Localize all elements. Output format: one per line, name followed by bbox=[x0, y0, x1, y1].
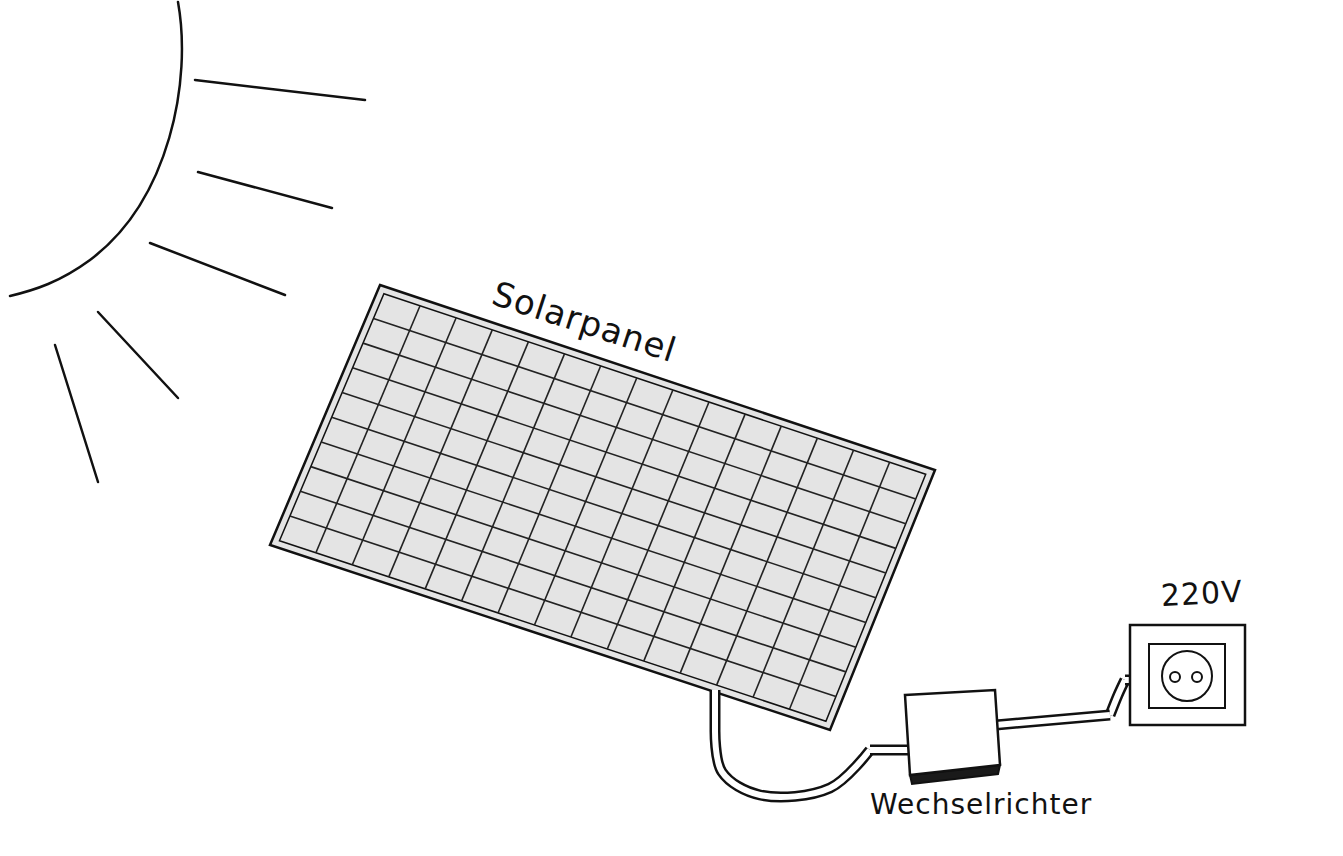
inverter-front bbox=[905, 690, 1000, 775]
cable bbox=[715, 730, 870, 797]
cable bbox=[996, 715, 1110, 725]
panel-frame bbox=[270, 285, 935, 730]
cable bbox=[1110, 680, 1125, 715]
solar-panel: Solarpanel bbox=[270, 285, 935, 730]
sun-ray bbox=[98, 312, 178, 398]
socket-face bbox=[1162, 651, 1212, 701]
cell-line bbox=[300, 491, 846, 672]
cell-line bbox=[290, 516, 836, 697]
cable-stub bbox=[715, 690, 716, 730]
sun-ray bbox=[195, 80, 365, 100]
node-label: 220V bbox=[1160, 574, 1244, 613]
cable bbox=[870, 747, 908, 753]
cable bbox=[996, 715, 1110, 725]
socket-hole bbox=[1170, 672, 1180, 682]
sun bbox=[10, 2, 365, 482]
socket-plate bbox=[1130, 625, 1245, 725]
cable-stub bbox=[870, 750, 908, 751]
socket-inner bbox=[1149, 644, 1225, 708]
cable bbox=[870, 745, 908, 756]
power-socket: 220V bbox=[1125, 580, 1255, 730]
cable-outline bbox=[1110, 680, 1125, 715]
cell-line bbox=[363, 343, 906, 524]
cable bbox=[710, 690, 721, 730]
panel-inner-frame bbox=[279, 294, 925, 722]
cell-line bbox=[342, 393, 886, 574]
cable-core bbox=[715, 730, 870, 797]
solar-cells bbox=[290, 306, 916, 709]
sun-ray bbox=[150, 243, 285, 295]
inverter-box: Wechselrichter bbox=[870, 680, 1110, 840]
cell-line bbox=[353, 368, 896, 549]
cable-stub bbox=[996, 715, 1110, 725]
cell-line bbox=[332, 417, 876, 598]
cable bbox=[712, 690, 718, 730]
sun-ray bbox=[55, 345, 98, 482]
socket-hole bbox=[1192, 672, 1202, 682]
cable-outline bbox=[715, 730, 870, 797]
sun-disc bbox=[10, 2, 182, 296]
solar-panel-outline bbox=[270, 285, 935, 730]
node-label: Wechselrichter bbox=[870, 788, 1092, 821]
sun-ray bbox=[198, 172, 332, 208]
cell-line bbox=[321, 442, 866, 623]
cell-line bbox=[311, 467, 856, 648]
cable-core bbox=[1110, 680, 1125, 715]
